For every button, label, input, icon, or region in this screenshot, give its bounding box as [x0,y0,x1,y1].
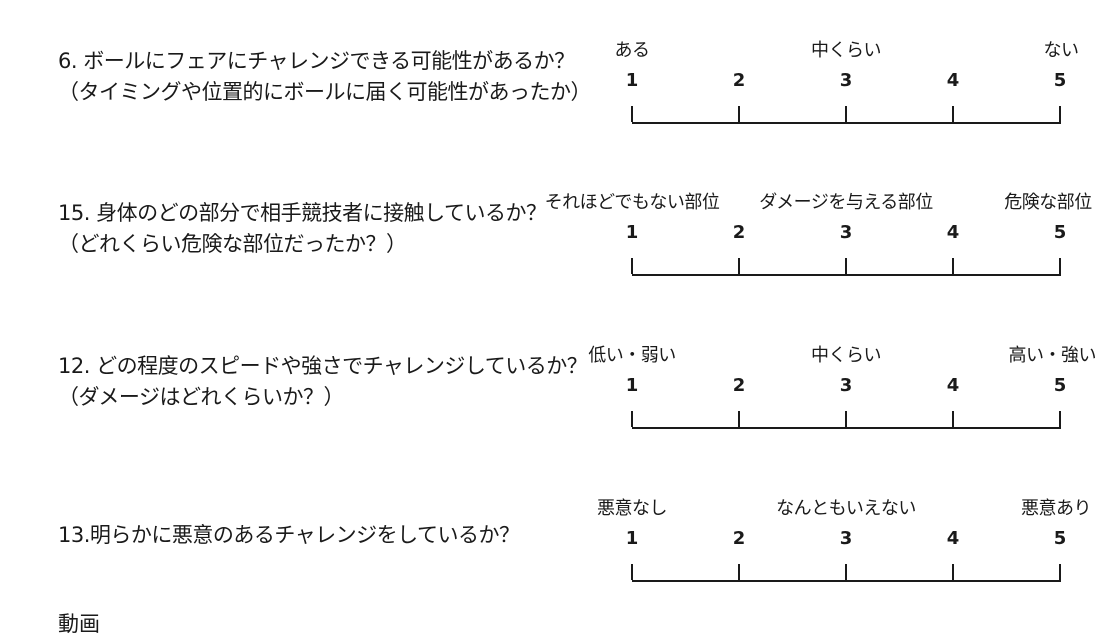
scale-anchor-low: ある [614,40,651,61]
scale-number-2[interactable]: 2 [732,70,746,91]
scale-anchor-low: それほどでもない部位 [544,192,720,213]
scale-tick [1059,564,1061,580]
scale-number-2[interactable]: 2 [732,222,746,243]
scale-tick [845,411,847,427]
question-line: 6. ボールにフェアにチャレンジできる可能性があるか？ [58,49,575,73]
scale-number-4[interactable]: 4 [946,222,960,243]
scale-tick [738,106,740,122]
scale-number-3[interactable]: 3 [839,528,853,549]
scale-tick [952,106,954,122]
question-6: 6. ボールにフェアにチャレンジできる可能性があるか？ （タイミングや位置的にボ… [0,40,1100,150]
question-subline: （どれくらい危険な部位だったか？） [58,232,407,256]
scale-number-5[interactable]: 5 [1053,528,1067,549]
scale-number-4[interactable]: 4 [946,70,960,91]
scale-anchor-mid: 中くらい [811,345,882,366]
scale-tick [1059,106,1061,122]
scale-tick [845,258,847,274]
scale-anchor-mid: なんともいえない [776,498,916,519]
question-line: 13.明らかに悪意のあるチャレンジをしているか？ [58,523,520,547]
question-12: 12. どの程度のスピードや強さでチャレンジしているか？ （ダメージはどれくらい… [0,345,1100,455]
scale-tick [738,411,740,427]
question-13: 13.明らかに悪意のあるチャレンジをしているか？ 悪意なし なんともいえない 悪… [0,498,1100,608]
scale-number-2[interactable]: 2 [732,375,746,396]
scale-baseline [632,122,1061,124]
scale-number-1[interactable]: 1 [625,375,639,396]
scale-number-3[interactable]: 3 [839,375,853,396]
scale-anchor-low: 低い・弱い [588,345,676,366]
scale-tick [738,258,740,274]
scale-anchor-mid: ダメージを与える部位 [759,192,933,213]
question-15: 15. 身体のどの部分で相手競技者に接触しているか？ （どれくらい危険な部位だっ… [0,192,1100,302]
question-text: 12. どの程度のスピードや強さでチャレンジしているか？ （ダメージはどれくらい… [58,351,588,413]
scale-baseline [632,427,1061,429]
scale-tick [1059,258,1061,274]
scale-tick [845,106,847,122]
scale-anchor-low: 悪意なし [597,498,668,519]
scale-anchor-high: 高い・強い [1008,345,1097,366]
question-text: 13.明らかに悪意のあるチャレンジをしているか？ [58,520,558,551]
scale-baseline [632,274,1061,276]
question-subline: （ダメージはどれくらいか？） [58,385,344,409]
scale-tick [738,564,740,580]
scale-number-3[interactable]: 3 [839,222,853,243]
scale-number-5[interactable]: 5 [1053,70,1067,91]
scale-baseline [632,580,1061,582]
scale-number-2[interactable]: 2 [732,528,746,549]
scale-tick [631,564,633,580]
scale-tick [952,564,954,580]
scale-tick [952,411,954,427]
scale-tick [631,106,633,122]
question-text: 6. ボールにフェアにチャレンジできる可能性があるか？ （タイミングや位置的にボ… [58,46,592,108]
scale-number-4[interactable]: 4 [946,528,960,549]
scale-number-1[interactable]: 1 [625,222,639,243]
scale-number-1[interactable]: 1 [625,528,639,549]
scale-tick [631,411,633,427]
scale-tick [845,564,847,580]
question-subline: （タイミングや位置的にボールに届く可能性があったか） [58,80,592,104]
scale-anchor-high: 悪意あり [1021,498,1092,519]
scale-anchor-mid: 中くらい [811,40,882,61]
scale-tick [952,258,954,274]
question-line: 12. どの程度のスピードや強さでチャレンジしているか？ [58,354,588,378]
scale-anchor-high: ない [1043,40,1080,61]
cut-off-footer-text: 動画 [58,612,100,636]
scale-number-5[interactable]: 5 [1053,375,1067,396]
scale-anchor-high: 危険な部位 [1004,192,1092,213]
question-text: 15. 身体のどの部分で相手競技者に接触しているか？ （どれくらい危険な部位だっ… [58,198,558,260]
scale-tick [631,258,633,274]
scale-number-3[interactable]: 3 [839,70,853,91]
scale-number-1[interactable]: 1 [625,70,639,91]
scale-number-4[interactable]: 4 [946,375,960,396]
scale-tick [1059,411,1061,427]
scale-number-5[interactable]: 5 [1053,222,1067,243]
question-line: 15. 身体のどの部分で相手競技者に接触しているか？ [58,201,547,225]
